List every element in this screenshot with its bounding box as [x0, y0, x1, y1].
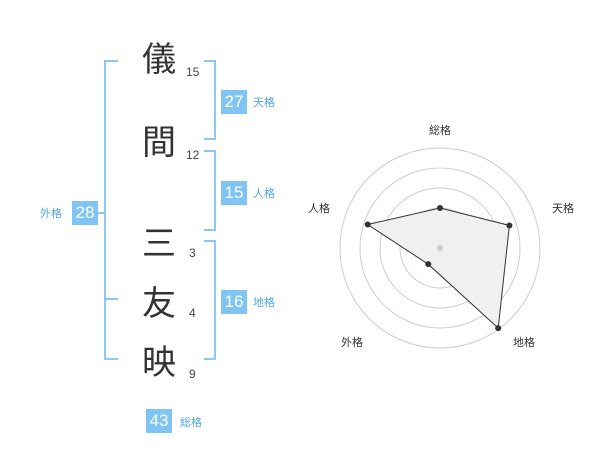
- char-5-strokes: 9: [189, 367, 196, 381]
- radar-ring: [359, 167, 521, 329]
- tenkaku-bracket: [214, 60, 216, 140]
- char-4-strokes: 4: [189, 306, 196, 320]
- radar-point-2: [495, 325, 502, 332]
- radar-label-soukaku: 総格: [429, 124, 451, 137]
- radar-label-jinkaku: 人格: [308, 202, 330, 215]
- gaikaku-bracket-mid: [104, 298, 118, 300]
- char-5: 映: [142, 343, 176, 383]
- jinkaku-bracket-bottom: [204, 229, 216, 231]
- radar-point-4: [364, 221, 371, 228]
- radar-label-gaikaku: 外格: [341, 336, 363, 349]
- radar-label-chikaku: 地格: [513, 336, 535, 349]
- gaikaku-bracket: [104, 60, 106, 360]
- radar-points: [364, 205, 513, 332]
- jinkaku-bracket-top: [204, 150, 216, 152]
- radar-label-tenkaku: 天格: [552, 202, 574, 215]
- jinkaku-bracket: [214, 150, 216, 231]
- char-1: 儀: [142, 40, 176, 80]
- radar-center-dot: [437, 245, 443, 251]
- radar-ring: [339, 147, 541, 349]
- char-2: 間: [142, 123, 176, 163]
- char-1-strokes: 15: [186, 65, 200, 79]
- gaikaku-bracket-top: [104, 60, 118, 62]
- chikaku-bracket-top: [204, 240, 216, 242]
- chikaku-value: 16: [221, 290, 247, 314]
- char-2-strokes: 12: [186, 148, 200, 162]
- gaikaku-value: 28: [72, 201, 98, 225]
- tenkaku-value: 27: [221, 90, 247, 114]
- gaikaku-bracket-bottom: [104, 358, 118, 360]
- soukaku-label: 総格: [180, 416, 202, 429]
- char-4: 友: [142, 284, 176, 324]
- radar-point-0: [437, 205, 443, 211]
- radar-point-3: [425, 261, 432, 268]
- chikaku-bracket-bottom: [204, 358, 216, 360]
- char-3-strokes: 3: [189, 246, 196, 260]
- chikaku-label: 地格: [253, 296, 275, 309]
- jinkaku-label: 人格: [253, 187, 275, 200]
- tenkaku-bracket-top: [204, 60, 216, 62]
- char-3: 三: [142, 224, 176, 264]
- tenkaku-label: 天格: [253, 96, 275, 109]
- soukaku-value: 43: [146, 409, 172, 433]
- radar-data-polygon: [366, 207, 510, 330]
- gaikaku-bracket-stem: [98, 212, 104, 214]
- gaikaku-label: 外格: [40, 207, 62, 220]
- radar-point-1: [506, 222, 513, 229]
- jinkaku-value: 15: [221, 181, 247, 205]
- tenkaku-bracket-bottom: [204, 138, 216, 140]
- chikaku-bracket: [214, 240, 216, 360]
